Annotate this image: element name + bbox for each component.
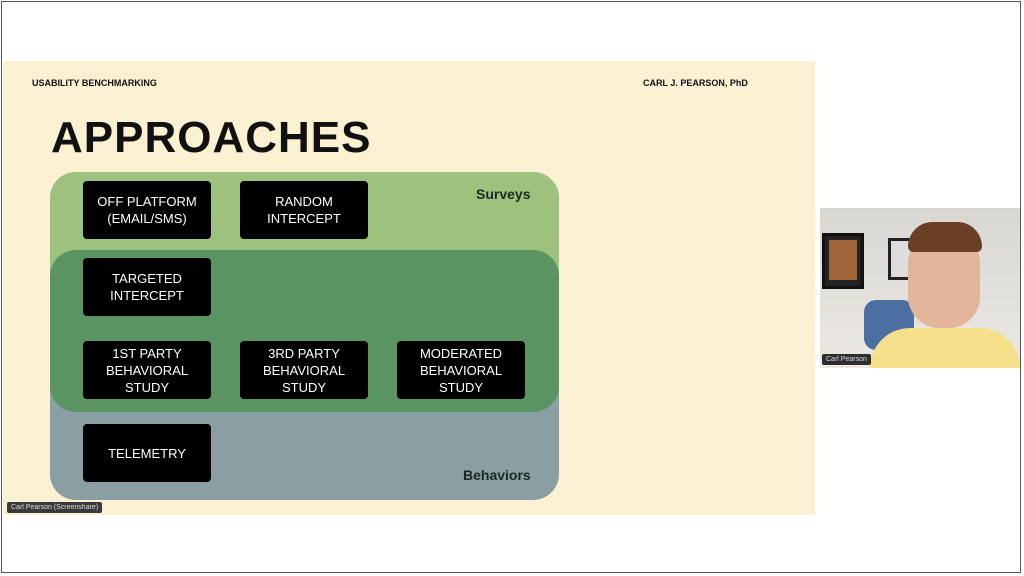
approach-box: 3RD PARTY BEHAVIORAL STUDY	[240, 341, 368, 399]
surveys-label: Surveys	[476, 186, 531, 202]
screenshare-label: Carl Pearson (Screenshare)	[7, 502, 103, 513]
person-hair	[908, 222, 982, 252]
approach-box: 1ST PARTY BEHAVIORAL STUDY	[83, 341, 211, 399]
slide-header-right: CARL J. PEARSON, PhD	[643, 78, 748, 88]
behaviors-label: Behaviors	[463, 467, 531, 483]
approach-box: MODERATED BEHAVIORAL STUDY	[397, 341, 525, 399]
participant-video[interactable]: Carl Pearson	[820, 208, 1020, 368]
approach-box: RANDOM INTERCEPT	[240, 181, 368, 239]
approach-box: TELEMETRY	[83, 424, 211, 482]
presentation-slide: USABILITY BENCHMARKING CARL J. PEARSON, …	[3, 61, 815, 515]
person-shirt	[870, 328, 1020, 368]
participant-name-label: Carl Pearson	[822, 354, 871, 365]
picture-frame	[822, 233, 864, 289]
slide-header-left: USABILITY BENCHMARKING	[32, 78, 157, 88]
slide-title: APPROACHES	[51, 113, 372, 162]
approach-box: TARGETED INTERCEPT	[83, 258, 211, 316]
approach-box: OFF PLATFORM (EMAIL/SMS)	[83, 181, 211, 239]
